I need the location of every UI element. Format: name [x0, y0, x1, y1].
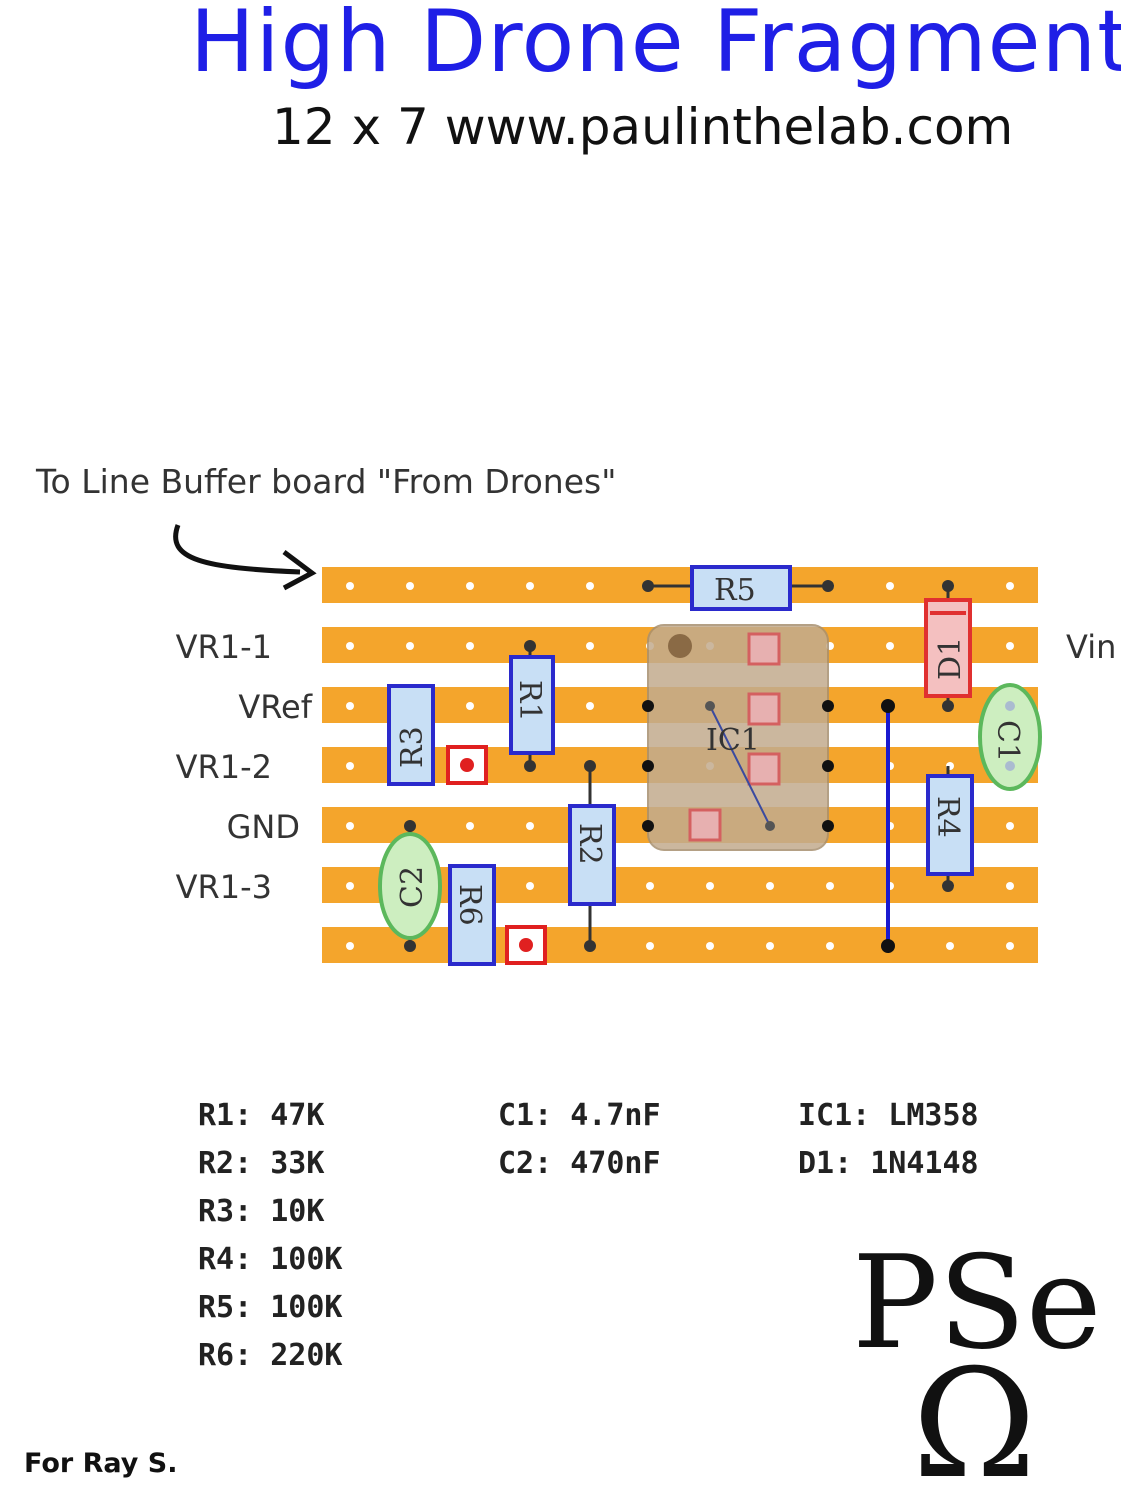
- bom-item: R4: 100K: [198, 1242, 343, 1277]
- bom-item: C2: 470nF: [498, 1146, 661, 1181]
- track-cuts: [446, 745, 547, 965]
- strip-hole: [586, 582, 594, 590]
- footer-dedication: For Ray S.: [24, 1448, 178, 1479]
- strip-hole: [346, 582, 354, 590]
- strip-hole: [886, 642, 894, 650]
- strip-hole: [1006, 882, 1014, 890]
- resistor-r2: [568, 804, 616, 906]
- bom-item: D1: 1N4148: [798, 1146, 979, 1181]
- row-label-vr1-1: VR1-1: [175, 628, 272, 666]
- bom-item: C1: 4.7nF: [498, 1098, 661, 1133]
- bom-resistors: R1: 47K R2: 33K R3: 10K R4: 100K R5: 100…: [198, 1092, 343, 1380]
- resistor-r5: [690, 565, 792, 611]
- strip-hole: [646, 882, 654, 890]
- strip-hole: [1006, 822, 1014, 830]
- r6-label: R6: [452, 884, 487, 926]
- strip-hole: [706, 882, 714, 890]
- row-label-vr1-2: VR1-2: [175, 748, 272, 786]
- logo-pse: PSe: [852, 1229, 1102, 1378]
- strip-hole: [346, 942, 354, 950]
- capacitor-c2: [378, 832, 442, 940]
- strip-hole: [526, 822, 534, 830]
- strip-hole: [346, 642, 354, 650]
- strip-hole: [826, 882, 834, 890]
- strip-hole: [466, 642, 474, 650]
- resistor-r6: [448, 864, 496, 966]
- bom-item: IC1: LM358: [798, 1098, 979, 1133]
- strip-hole: [466, 822, 474, 830]
- r1-label: R1: [512, 680, 547, 722]
- strip-hole: [346, 762, 354, 770]
- arrow-icon: [173, 524, 301, 575]
- bom-item: R2: 33K: [198, 1146, 325, 1181]
- strip-hole: [766, 882, 774, 890]
- ic1-body: [647, 624, 829, 851]
- strip-hole: [886, 582, 894, 590]
- strip-hole: [946, 942, 954, 950]
- strip-hole: [1006, 942, 1014, 950]
- page-subtitle: 12 x 7 www.paulinthelab.com: [272, 98, 1014, 156]
- strip-hole: [406, 642, 414, 650]
- strip-hole: [526, 582, 534, 590]
- resistor-r3: [387, 684, 435, 786]
- c2-label: C2: [395, 866, 430, 908]
- row-label-gnd: GND: [226, 808, 300, 846]
- row-label-vref: VRef: [238, 688, 312, 726]
- strip-hole: [826, 942, 834, 950]
- bom-item: R5: 100K: [198, 1290, 343, 1325]
- bom-item: R3: 10K: [198, 1194, 325, 1229]
- strip-hole: [1006, 642, 1014, 650]
- r5-label: R5: [714, 573, 756, 608]
- capacitor-c1: [978, 683, 1042, 791]
- diode-d1: [924, 598, 972, 698]
- strip-hole: [1006, 582, 1014, 590]
- ic1-label: IC1: [706, 723, 760, 758]
- strip-hole: [346, 702, 354, 710]
- r2-label: R2: [572, 823, 607, 865]
- strip-hole: [766, 942, 774, 950]
- strip-hole: [646, 942, 654, 950]
- strip-hole: [706, 942, 714, 950]
- logo-omega: Ω: [912, 1338, 1037, 1512]
- bom-capacitors: C1: 4.7nF C2: 470nF: [498, 1092, 661, 1188]
- connection-note: To Line Buffer board "From Drones": [36, 462, 617, 501]
- strip-hole: [346, 882, 354, 890]
- strip-hole: [526, 882, 534, 890]
- bom-item: R1: 47K: [198, 1098, 325, 1133]
- stripboard-layout: IC1 R5 R1 R3 R2 R6 R4 D1 C1 C2: [173, 524, 1042, 966]
- bom-semiconductors: IC1: LM358 D1: 1N4148: [798, 1092, 979, 1188]
- strip-hole: [586, 642, 594, 650]
- resistor-r1: [509, 655, 555, 755]
- strip-hole: [346, 822, 354, 830]
- strip-hole: [586, 702, 594, 710]
- c1-label: C1: [990, 720, 1025, 762]
- r3-label: R3: [395, 726, 430, 768]
- r4-label: R4: [930, 796, 965, 838]
- strip-hole: [466, 702, 474, 710]
- row-label-vr1-3: VR1-3: [175, 868, 272, 906]
- bom-item: R6: 220K: [198, 1338, 343, 1373]
- strip-hole: [406, 582, 414, 590]
- strip: [322, 927, 1038, 963]
- vin-label: Vin: [1066, 628, 1117, 666]
- resistor-r4: [926, 774, 974, 876]
- strip-hole: [466, 582, 474, 590]
- page-title: High Drone Fragment: [190, 0, 1121, 92]
- d1-label: D1: [933, 637, 968, 680]
